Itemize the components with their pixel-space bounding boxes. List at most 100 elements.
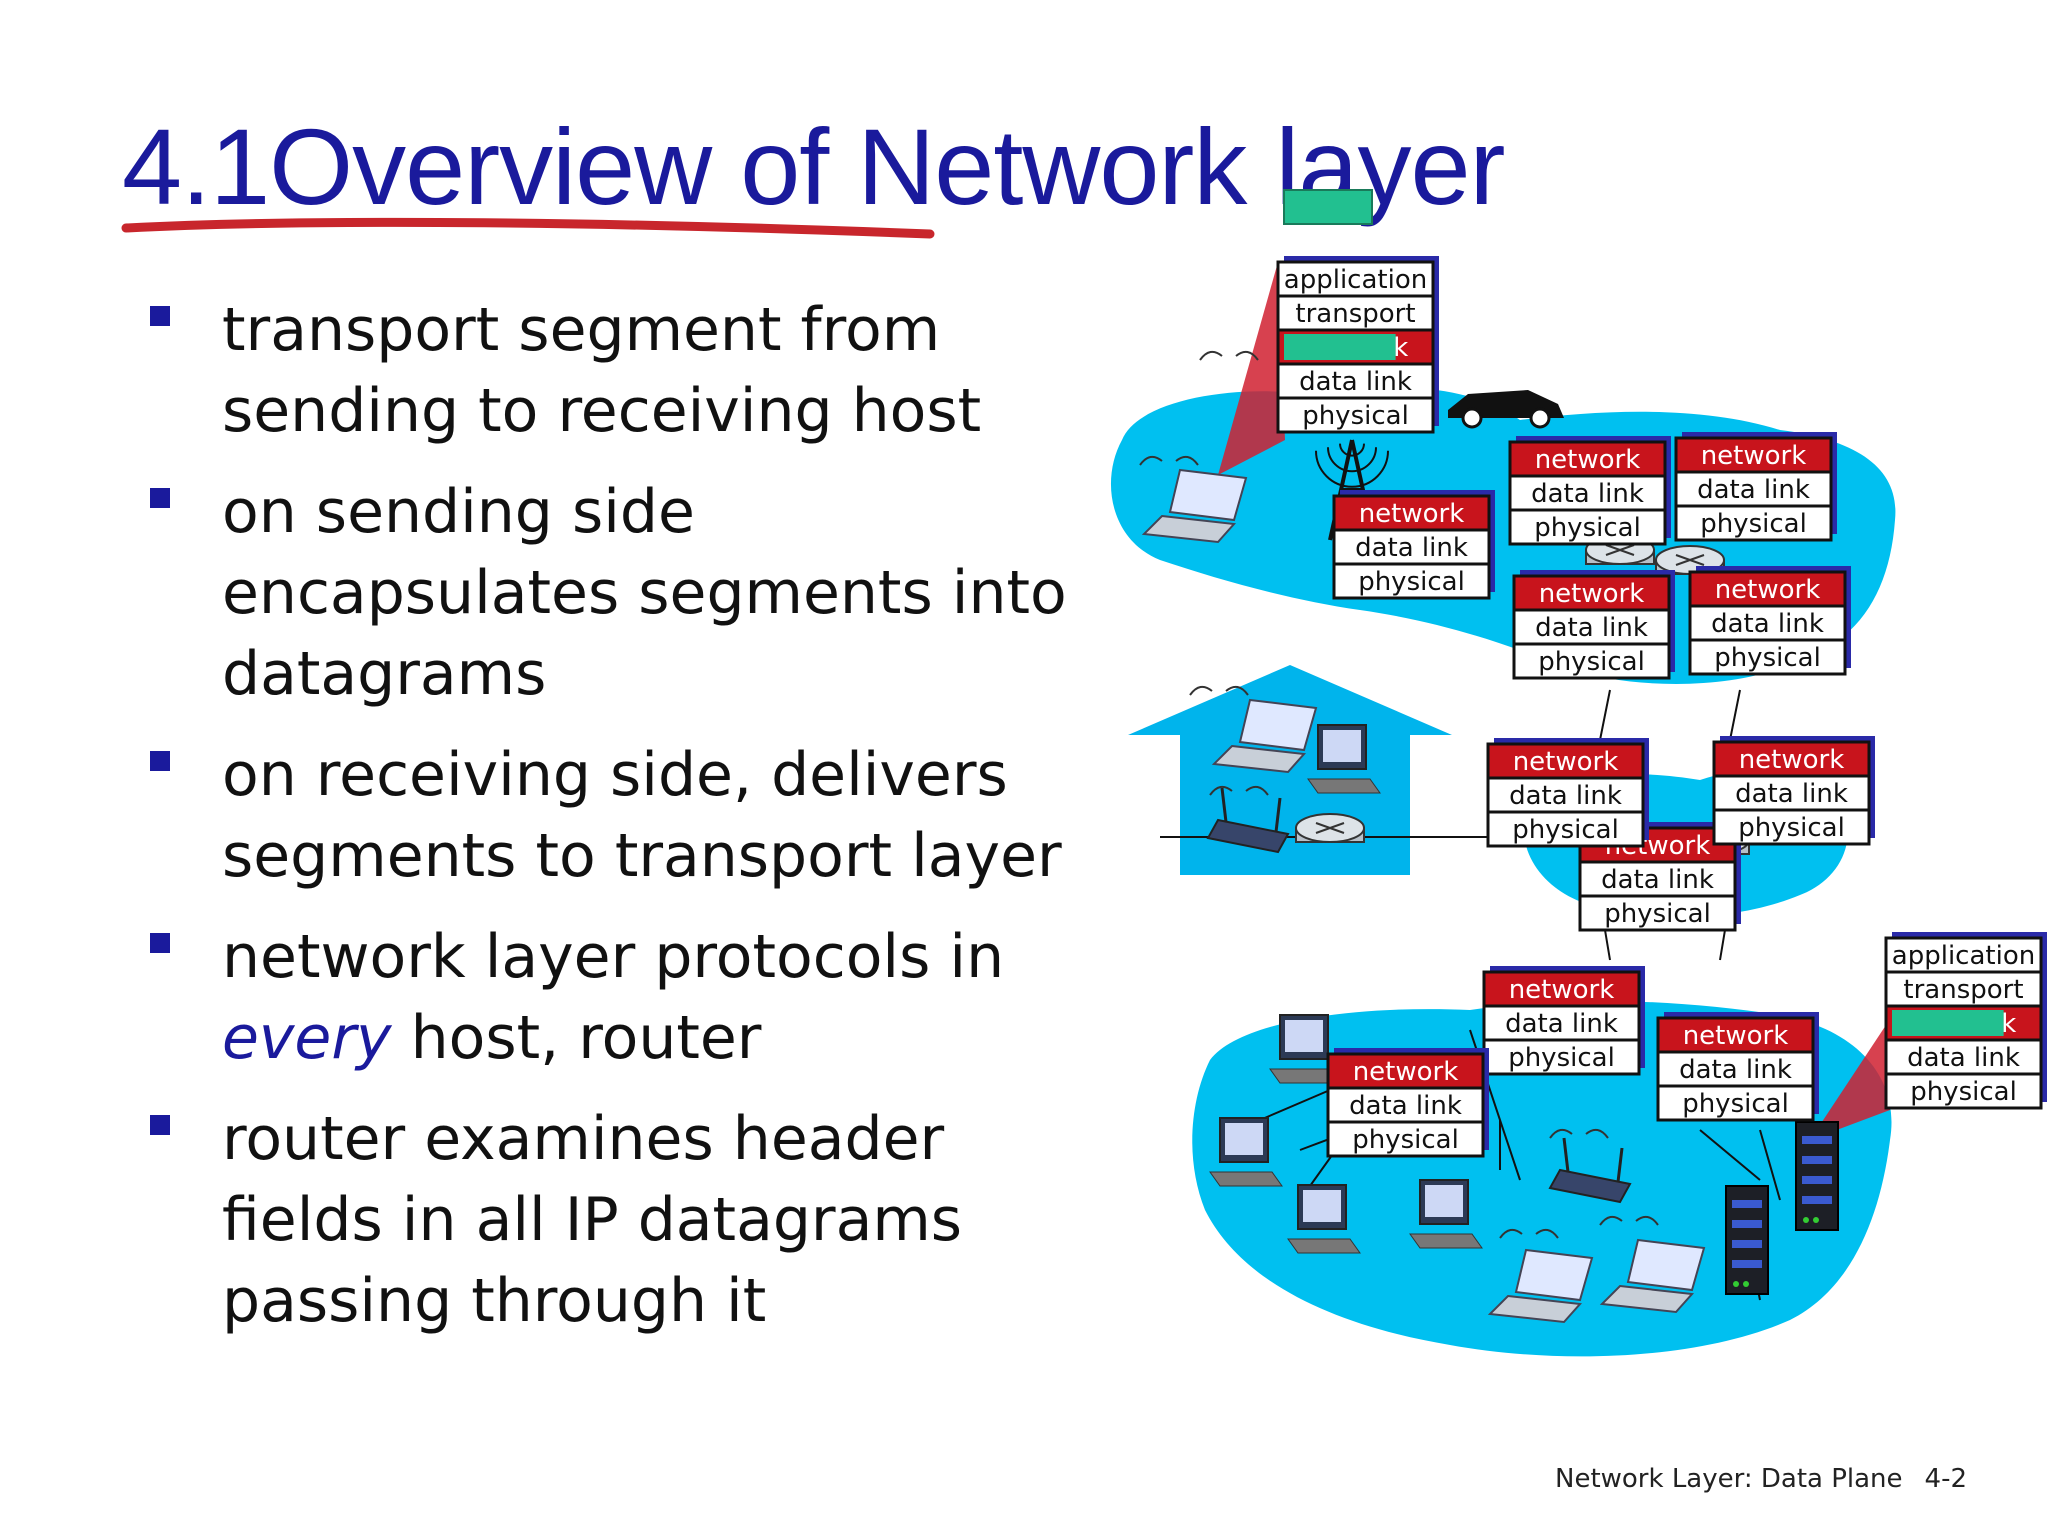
bullet-list: transport segment from sending to receiv… [150,290,1100,1362]
bullet-text: host, router [391,1003,762,1073]
desktop-computer-icon [1409,1179,1483,1249]
bullet-item: on receiving side, delivers segments to … [150,735,1100,897]
layer-label: network [1683,1021,1789,1051]
layer-cell [1512,642,1671,680]
protocol-stack: network data link physical [1512,570,1675,680]
layer-cell [1486,810,1645,848]
bullet-item: network layer protocols in every host, r… [150,917,1100,1079]
layer-label: network [1539,579,1645,609]
car-icon [1448,390,1564,429]
layer-label: data link [1535,613,1648,643]
network-layer-cell [1688,570,1847,608]
datagram-packet-icon [1283,189,1373,225]
layer-cell [1712,808,1871,846]
layer-label: data link [1349,1091,1462,1121]
link-line [1729,689,1741,741]
layer-cell [1482,1038,1641,1076]
laptop-icon [1141,468,1248,544]
layer-label: physical [1910,1077,2017,1107]
layer-label: network [1739,745,1845,775]
layer-cell [1674,470,1833,508]
layer-label: transport [1903,975,2023,1005]
layer-label: application [1892,941,2035,971]
callout-wedge-bottom [1810,1022,1890,1140]
layer-label: physical [1352,1125,1459,1155]
layer-cell [1656,1084,1815,1122]
bullet-text: on receiving side, delivers segments to … [222,740,1062,891]
layer-cell [1486,776,1645,814]
layer-label: physical [1604,899,1711,929]
bullet-text: network layer protocols in [222,922,1005,992]
server-icon [1725,1185,1769,1295]
layer-label: data link [1711,609,1824,639]
layer-label: application [1284,265,1427,295]
layer-cell [1276,396,1435,434]
layer-label: data link [1735,779,1848,809]
layer-label: physical [1512,815,1619,845]
laptop-icon [1599,1238,1706,1314]
bullet-marker-icon [150,933,170,953]
wireless-router-icon [1548,1137,1632,1204]
layer-cell [1578,860,1737,898]
layer-label: data link [1355,533,1468,563]
layer-label: physical [1508,1043,1615,1073]
link-line [1599,689,1611,741]
layer-label: data link [1299,367,1412,397]
bullet-marker-icon [150,306,170,326]
server-icon [1795,1121,1839,1231]
bullet-item: router examines header fields in all IP … [150,1099,1100,1342]
wireless-signal-icon [1549,1128,1609,1139]
layer-label: physical [1358,567,1465,597]
wireless-signal-icon [1599,1215,1659,1226]
layer-label: network [1701,441,1807,471]
network-layer-cell [1712,740,1871,778]
layer-label: physical [1714,643,1821,673]
layer-label: data link [1531,479,1644,509]
bullet-marker-icon [150,751,170,771]
layer-label: data link [1679,1055,1792,1085]
network-layer-cell [1482,970,1641,1008]
layer-label: network [1715,575,1821,605]
layer-label: physical [1700,509,1807,539]
title-underline [121,217,935,239]
layer-label: network [1509,975,1615,1005]
protocol-stack: network data link physical [1332,490,1495,600]
bullet-marker-icon [150,488,170,508]
wireless-router-icon [1206,787,1290,854]
wireless-signal-icon [1499,1228,1559,1239]
wireless-signal-icon [1189,685,1249,696]
page-number: 4-2 [1924,1464,1968,1494]
layer-cell [1332,562,1491,600]
slide-title: 4.1Overview of Network layer [122,106,1505,227]
layer-label: physical [1682,1089,1789,1119]
desktop-computer-icon [1209,1117,1283,1187]
layer-cell [1688,638,1847,676]
layer-cell [1884,1072,2043,1110]
layer-cell [1884,1038,2043,1076]
laptop-icon [1211,698,1318,774]
desktop-computer-icon [1307,724,1381,794]
bullet-emphasis: every [222,1003,392,1073]
network-layer-cell [1508,440,1667,478]
desktop-computer-icon [1269,1014,1343,1084]
wireless-signal-icon [1139,455,1199,466]
link-line [1699,1129,1761,1181]
callout-wedge-top [1218,262,1285,475]
layer-cell [1276,362,1435,400]
layer-cell [1326,1086,1485,1124]
layer-label: data link [1697,475,1810,505]
layer-label: network [1359,499,1465,529]
network-layer-cell [1326,1052,1485,1090]
protocol-stack: applicationtransportnetworkdata linkphys… [1884,932,2047,1110]
layer-cell [1276,294,1435,332]
wireless-signal-icon [1209,785,1269,796]
layer-label: physical [1538,647,1645,677]
layer-label: network [1535,445,1641,475]
layer-cell [1674,504,1833,542]
layer-cell [1326,1120,1485,1158]
layer-label: data link [1907,1043,2020,1073]
